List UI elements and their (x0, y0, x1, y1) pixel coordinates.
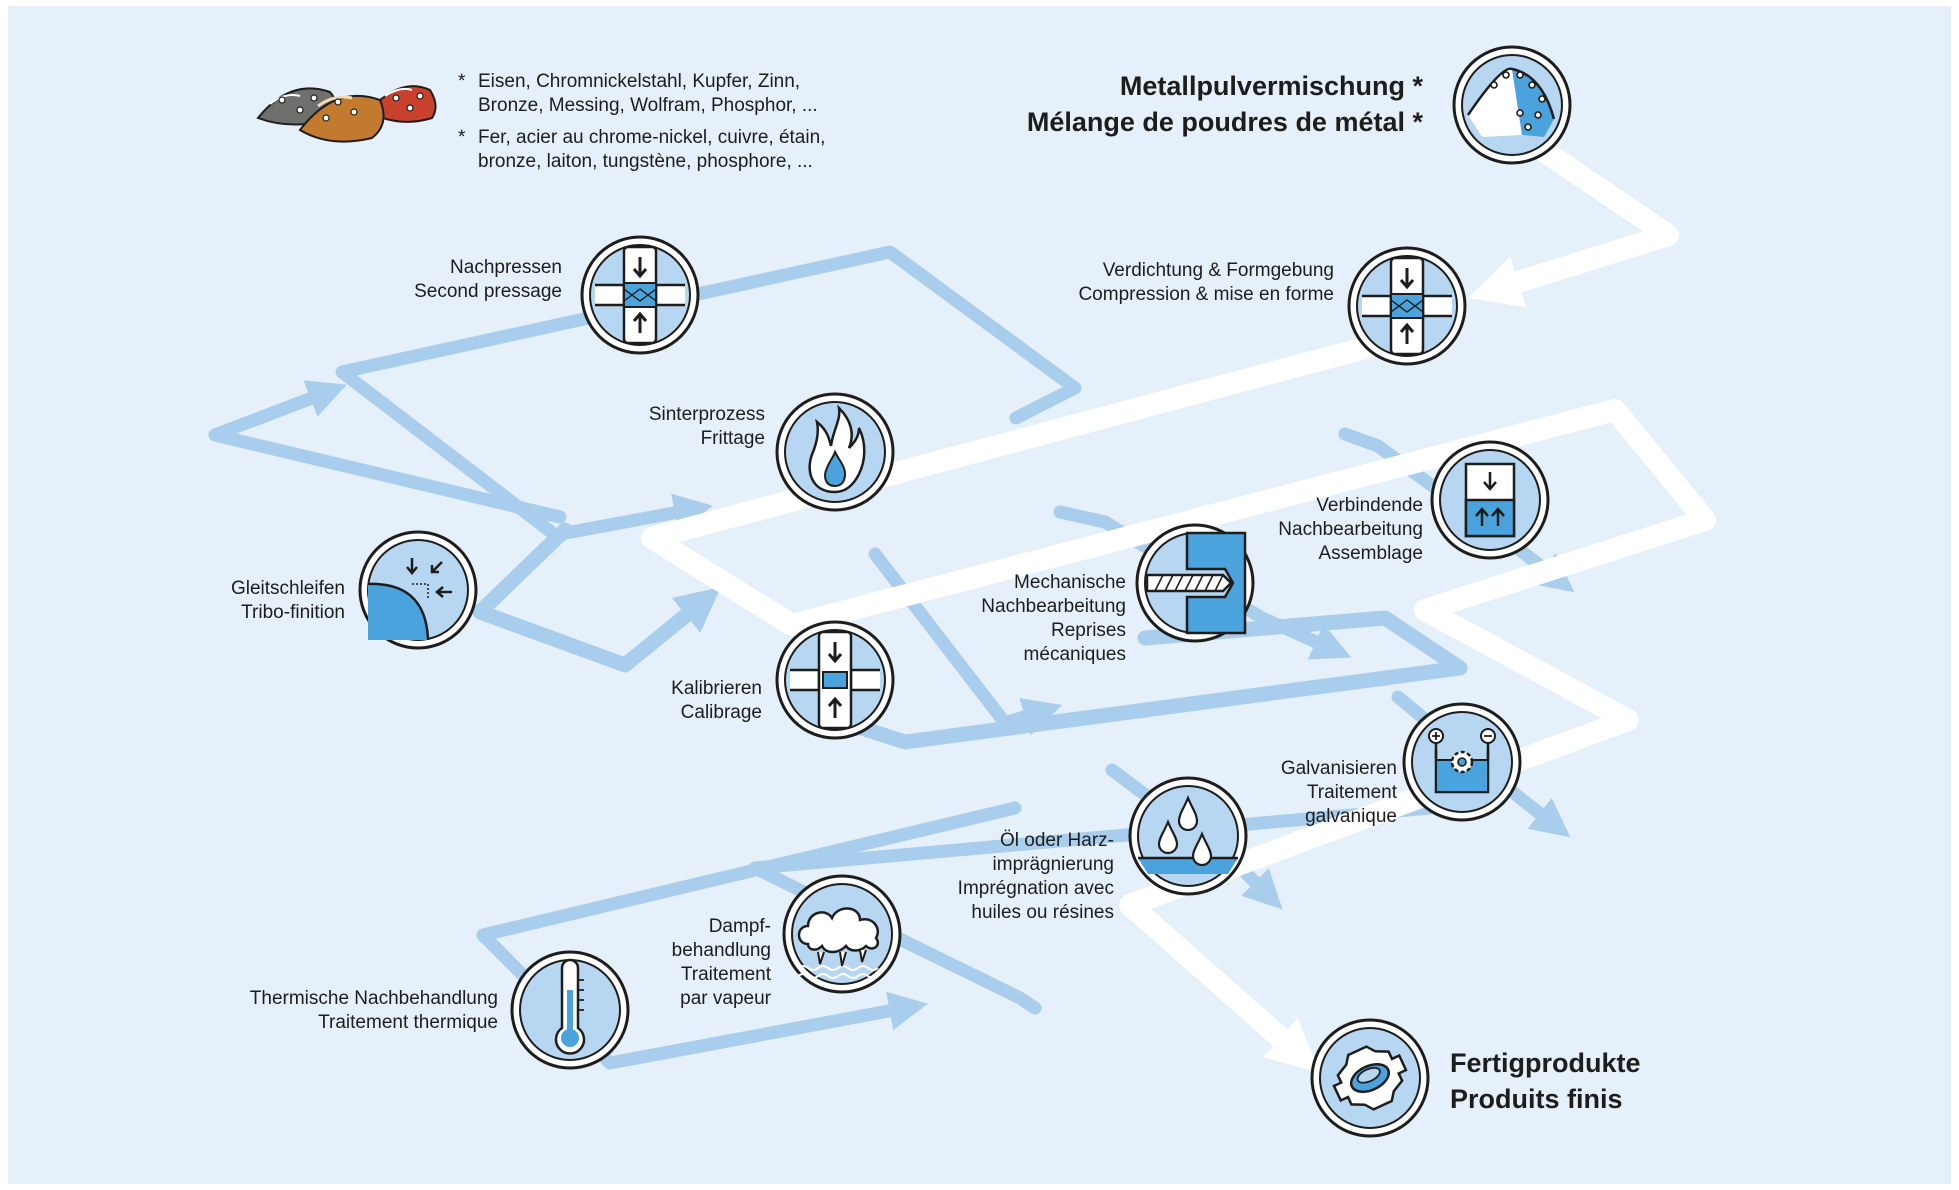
step-label-sintering: Sinterprozess Frittage (649, 403, 765, 451)
step-label-mechanical: Mechanische Nachbearbeitung Reprises méc… (981, 571, 1126, 667)
path-tribo-loop (472, 522, 721, 673)
step-label-galvanic: Galvanisieren Traitement galvanique (1281, 757, 1397, 829)
step-text: Nachbearbeitung (981, 596, 1126, 617)
steam-icon (782, 874, 902, 994)
step-text: par vapeur (680, 988, 771, 1009)
step-text: Nachbearbeitung (1278, 519, 1423, 540)
step-text: Frittage (700, 428, 765, 449)
powder-heaps-illustration (256, 85, 437, 143)
materials-fr-line1: Fer, acier au chrome-nickel, cuivre, éta… (478, 127, 826, 148)
step-text: huiles ou résines (971, 902, 1114, 923)
step-text: Galvanisieren (1280, 758, 1397, 779)
step-text: Verbindende (1316, 495, 1423, 516)
main-process-path (641, 135, 1716, 1073)
step-label-second-pressing: Nachpressen Second pressage (414, 256, 562, 304)
final-product-label: Fertigprodukte Produits finis (1450, 1045, 1641, 1117)
asterisk-fr: * (458, 127, 466, 148)
step-text: behandlung (671, 940, 771, 961)
path-to-compaction (1467, 135, 1679, 308)
step-text: Reprises (1051, 620, 1126, 641)
path-main-flow (641, 329, 1716, 1073)
diagram-title: Metallpulvermischung * Mélange de poudre… (1027, 68, 1423, 140)
step-text: imprägnierung (992, 854, 1114, 875)
step-text: Traitement (1306, 782, 1397, 803)
title-de: Metallpulvermischung * (1119, 71, 1423, 101)
powder-mix-icon (1452, 45, 1572, 165)
step-text: Compression & mise en forme (1078, 284, 1334, 305)
step-text: galvanique (1305, 806, 1397, 827)
heat-thermometer-icon (510, 950, 630, 1070)
tribo-finishing-icon (358, 530, 478, 650)
step-text: Dampf- (708, 916, 771, 937)
step-label-impregnation: Öl oder Harz- imprägnierung Imprégnation… (958, 829, 1114, 925)
step-text: Assemblage (1318, 543, 1423, 564)
title-fr: Mélange de poudres de métal * (1026, 107, 1423, 137)
step-label-calibration: Kalibrieren Calibrage (671, 677, 762, 725)
step-text: Kalibrieren (671, 678, 762, 699)
step-text: Nachpressen (450, 257, 562, 278)
step-label-compaction: Verdichtung & Formgebung Compression & m… (1078, 259, 1334, 307)
sintering-flame-icon (775, 392, 895, 512)
final-product-de: Fertigprodukte (1450, 1048, 1641, 1078)
asterisk-de: * (458, 71, 466, 92)
step-label-steam: Dampf- behandlung Traitement par vapeur (672, 915, 771, 1011)
step-text: Traitement (680, 964, 771, 985)
step-text: Gleitschleifen (230, 578, 345, 599)
step-label-heat: Thermische Nachbehandlung Traitement the… (250, 987, 498, 1035)
materials-note: * Eisen, Chromnickelstahl, Kupfer, Zinn,… (458, 70, 825, 174)
materials-fr-line2: bronze, laiton, tungstène, phosphore, ..… (478, 151, 813, 172)
finished-product-icon (1310, 1018, 1430, 1138)
step-label-tribo-finishing: Gleitschleifen Tribo-finition (231, 577, 345, 625)
second-pressing-press-icon (580, 235, 700, 355)
calibration-icon (775, 620, 895, 740)
step-text: Imprégnation avec (957, 878, 1114, 899)
step-text: Sinterprozess (648, 404, 765, 425)
path-mechanical-loop (868, 547, 1063, 736)
step-text: Mechanische (1014, 572, 1126, 593)
step-text: mécaniques (1023, 644, 1126, 665)
step-text: Calibrage (680, 702, 762, 723)
step-label-assembly: Verbindende Nachbearbeitung Assemblage (1278, 494, 1423, 566)
path-outer-left-loop (208, 380, 567, 524)
step-text: Tribo-finition (241, 602, 345, 623)
assembly-icon (1430, 440, 1550, 560)
step-text: Verdichtung & Formgebung (1102, 260, 1334, 281)
step-text: Thermische Nachbehandlung (249, 988, 498, 1009)
step-text: Second pressage (414, 281, 562, 302)
impregnation-droplets-icon (1128, 776, 1248, 896)
final-product-fr: Produits finis (1450, 1084, 1623, 1114)
materials-de-line1: Eisen, Chromnickelstahl, Kupfer, Zinn, (478, 71, 801, 92)
galvanic-icon (1402, 702, 1522, 822)
step-text: Traitement thermique (318, 1012, 498, 1033)
materials-de-line2: Bronze, Messing, Wolfram, Phosphor, ... (478, 95, 818, 116)
compaction-press-icon (1347, 246, 1467, 366)
step-text: Öl oder Harz- (999, 830, 1114, 851)
mechanical-drill-icon (1135, 523, 1255, 643)
